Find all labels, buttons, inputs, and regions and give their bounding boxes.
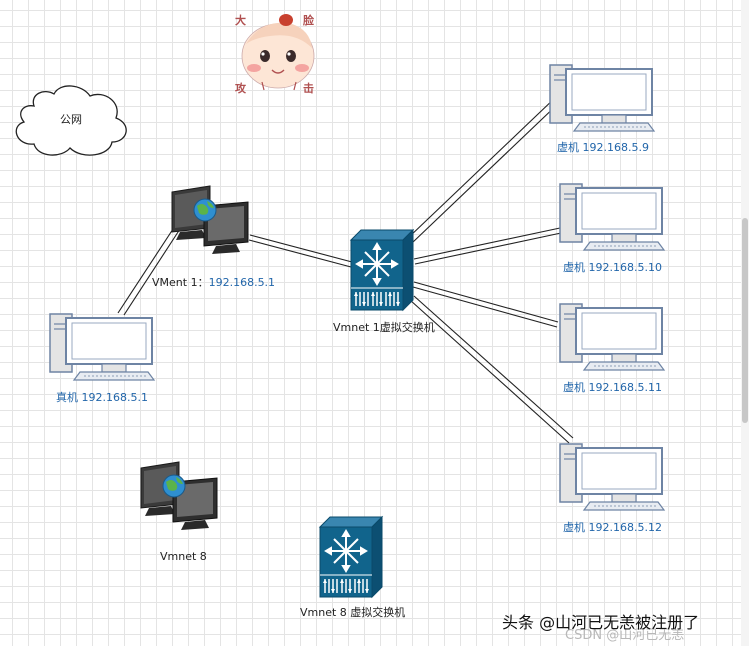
connection-lines xyxy=(117,95,574,444)
vmnet8-switch-icon xyxy=(319,516,383,598)
vmnet8-label: Vmnet 8 xyxy=(160,550,207,563)
vm-label-4: 虚机 192.168.5.12 xyxy=(563,521,662,534)
vmnet8-switch-label: Vmnet 8 虚拟交换机 xyxy=(300,606,406,619)
vmnet1-switch-label: Vmnet 1虚拟交换机 xyxy=(333,321,435,334)
vm-pc-icon-4 xyxy=(559,443,665,511)
scrollbar-thumb[interactable] xyxy=(742,218,748,423)
csdn-watermark: CSDN @山河已无恙 xyxy=(565,628,685,643)
vment1-name: VMent 1： xyxy=(152,276,209,289)
toutiao-watermark: 头条 @山河已无恙被注册了 xyxy=(502,613,700,632)
mascot-char-bottom-right: 击 xyxy=(303,82,314,95)
vm-label-1: 虚机 192.168.5.9 xyxy=(557,141,649,154)
mascot-char-top-right: 脸 xyxy=(303,14,314,27)
vmnet8-adapter-icon xyxy=(140,461,218,531)
host-pc-label: 真机 192.168.5.1 xyxy=(56,391,148,404)
cloud-icon xyxy=(15,85,127,156)
vm-pc-icon-3 xyxy=(559,303,665,371)
vment1-adapter-icon xyxy=(171,185,249,255)
vm-pc-icon-1 xyxy=(549,64,655,132)
cloud-label: 公网 xyxy=(60,113,82,126)
vm-pc-icon-2 xyxy=(559,183,665,251)
mascot-image xyxy=(241,14,315,91)
host-pc-icon xyxy=(49,313,155,381)
vment1-label: VMent 1：192.168.5.1 xyxy=(152,276,275,290)
vertical-scrollbar[interactable] xyxy=(741,0,749,646)
vment1-ip: 192.168.5.1 xyxy=(208,276,276,289)
vmnet1-switch-icon xyxy=(350,229,414,311)
mascot-char-bottom-left: 攻 xyxy=(235,82,246,95)
vm-label-2: 虚机 192.168.5.10 xyxy=(563,261,662,274)
vm-label-3: 虚机 192.168.5.11 xyxy=(563,381,662,394)
mascot-char-top-left: 大 xyxy=(235,14,246,27)
